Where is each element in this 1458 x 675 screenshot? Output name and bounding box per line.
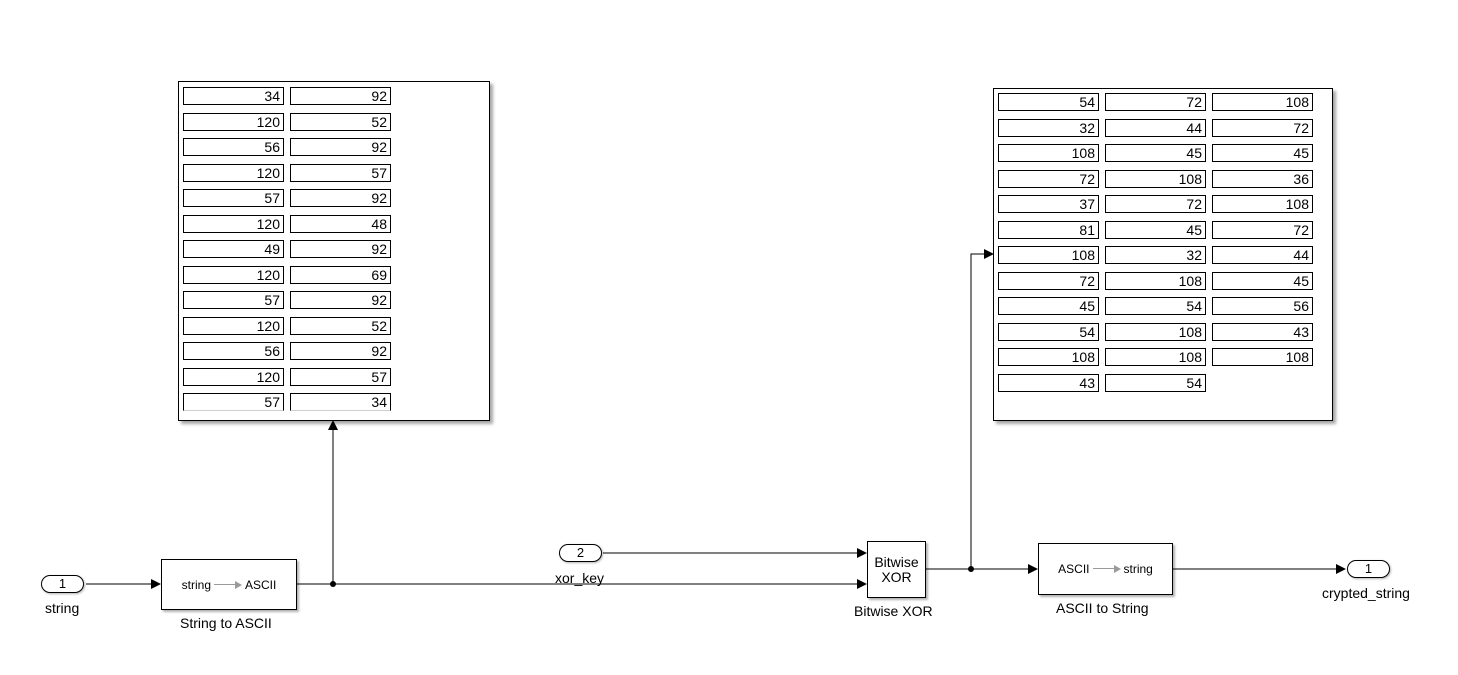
ascii-to-string-label: ASCII to String	[1056, 600, 1149, 616]
display-value-cell: 120	[183, 316, 284, 335]
outport-crypted-string[interactable]: 1	[1347, 560, 1390, 578]
display-value-cell: 57	[290, 367, 391, 386]
display-value-cell: 56	[1212, 297, 1313, 315]
display-value-cell: 92	[290, 189, 391, 207]
conv-from-label: string	[181, 577, 211, 592]
display-value-cell: 81	[998, 220, 1099, 239]
display-value-cell: 120	[183, 265, 284, 284]
display-value-cell: 37	[998, 195, 1099, 213]
display-value-cell: 36	[1212, 169, 1313, 188]
display-value-cell: 54	[1105, 297, 1206, 315]
xor-line1: Bitwise	[874, 553, 919, 570]
xor-line2: XOR	[881, 568, 912, 585]
display-value-cell: 45	[998, 297, 1099, 315]
arrow-right-icon	[1092, 565, 1121, 573]
inport-xor-key-label: xor_key	[555, 570, 605, 586]
display-value-cell: 34	[290, 393, 391, 411]
display-value-cell: 120	[183, 214, 284, 233]
display-value-cell: 44	[1105, 118, 1206, 137]
display-value-cell: 108	[1105, 322, 1206, 341]
display-value-cell: 69	[290, 265, 391, 284]
display-value-cell: 108	[998, 348, 1099, 366]
display-value-cell: 43	[1212, 322, 1313, 341]
ascii-to-string-block[interactable]: ASCII string	[1038, 543, 1173, 595]
branch-point-2	[968, 566, 974, 572]
display-value-cell: 56	[183, 138, 284, 156]
display-value-cell: 108	[1105, 348, 1206, 366]
display-value-cell: 120	[183, 163, 284, 182]
display-value-cell: 45	[1105, 220, 1206, 239]
display-value-cell: 92	[290, 87, 391, 105]
inport-xor-key[interactable]: 2	[559, 544, 602, 562]
display-value-cell: 43	[998, 373, 1099, 392]
display-value-cell: 72	[1212, 118, 1313, 137]
display-value-cell: 52	[290, 316, 391, 335]
display-value-cell: 92	[290, 138, 391, 156]
display-value-cell: 108	[1212, 348, 1313, 366]
display-value-cell: 108	[1105, 169, 1206, 188]
display-block-xor-result[interactable]: 54 72 108 32 44 72 108 45 45 72 108 36 37 72 108 81 45 72…	[993, 88, 1333, 421]
inport-number: 2	[576, 545, 585, 560]
string-to-ascii-block[interactable]: string ASCII	[161, 559, 297, 610]
display-value-cell: 49	[183, 240, 284, 258]
display-value-cell: 44	[1212, 246, 1313, 264]
outport-number: 1	[1364, 561, 1373, 576]
display-value-cell: 34	[183, 87, 284, 105]
conv-to-label: string	[1123, 562, 1153, 576]
display-value-cell: 108	[1212, 195, 1313, 213]
display-value-cell: 57	[290, 163, 391, 182]
display-value-cell: 108	[998, 144, 1099, 162]
bitwise-xor-block[interactable]: Bitwise XOR	[867, 541, 926, 598]
display-value-cell: 57	[183, 189, 284, 207]
display-value-cell: 45	[1105, 144, 1206, 162]
display-value-cell: 48	[290, 214, 391, 233]
conv-from-label: ASCII	[1058, 562, 1090, 576]
display-value-cell: 45	[1212, 144, 1313, 162]
display-value-cell: 92	[290, 291, 391, 309]
display-value-cell: 57	[183, 291, 284, 309]
string-to-ascii-label: String to ASCII	[180, 615, 272, 631]
inport-string[interactable]: 1	[41, 575, 84, 593]
bitwise-xor-label: Bitwise XOR	[854, 603, 933, 619]
conv-to-label: ASCII	[245, 577, 277, 592]
display-block-ascii[interactable]: 34 92 120 52 56 92 120 57 57 92 120 48 49 92 120 69 57 92…	[178, 81, 490, 421]
display-value-cell: 108	[1105, 271, 1206, 290]
display-value-cell: 72	[1212, 220, 1313, 239]
display-value-cell: 45	[1212, 271, 1313, 290]
outport-crypted-string-label: crypted_string	[1322, 585, 1410, 601]
display-value-cell: 32	[1105, 246, 1206, 264]
display-value-cell: 72	[1105, 195, 1206, 213]
display-value-cell: 72	[998, 271, 1099, 290]
display-value-cell: 54	[998, 93, 1099, 111]
display-value-cell: 92	[290, 342, 391, 360]
display-value-cell: 108	[998, 246, 1099, 264]
branch-point-1	[330, 581, 336, 587]
display-value-cell: 108	[1212, 93, 1313, 111]
display-value-cell: 92	[290, 240, 391, 258]
display-value-cell: 54	[998, 322, 1099, 341]
display-value-cell: 120	[183, 112, 284, 131]
display-value-cell: 56	[183, 342, 284, 360]
display-value-cell: 72	[1105, 93, 1206, 111]
arrow-right-icon	[214, 580, 242, 589]
display-value-cell: 120	[183, 367, 284, 386]
display-value-cell: 32	[998, 118, 1099, 137]
display-value-cell: 52	[290, 112, 391, 131]
display-value-cell: 57	[183, 393, 284, 411]
display-value-cell: 72	[998, 169, 1099, 188]
wire-branch-to-display2[interactable]	[970, 249, 994, 569]
inport-number: 1	[58, 576, 67, 591]
inport-string-label: string	[45, 600, 80, 616]
display-value-cell: 54	[1105, 373, 1206, 392]
